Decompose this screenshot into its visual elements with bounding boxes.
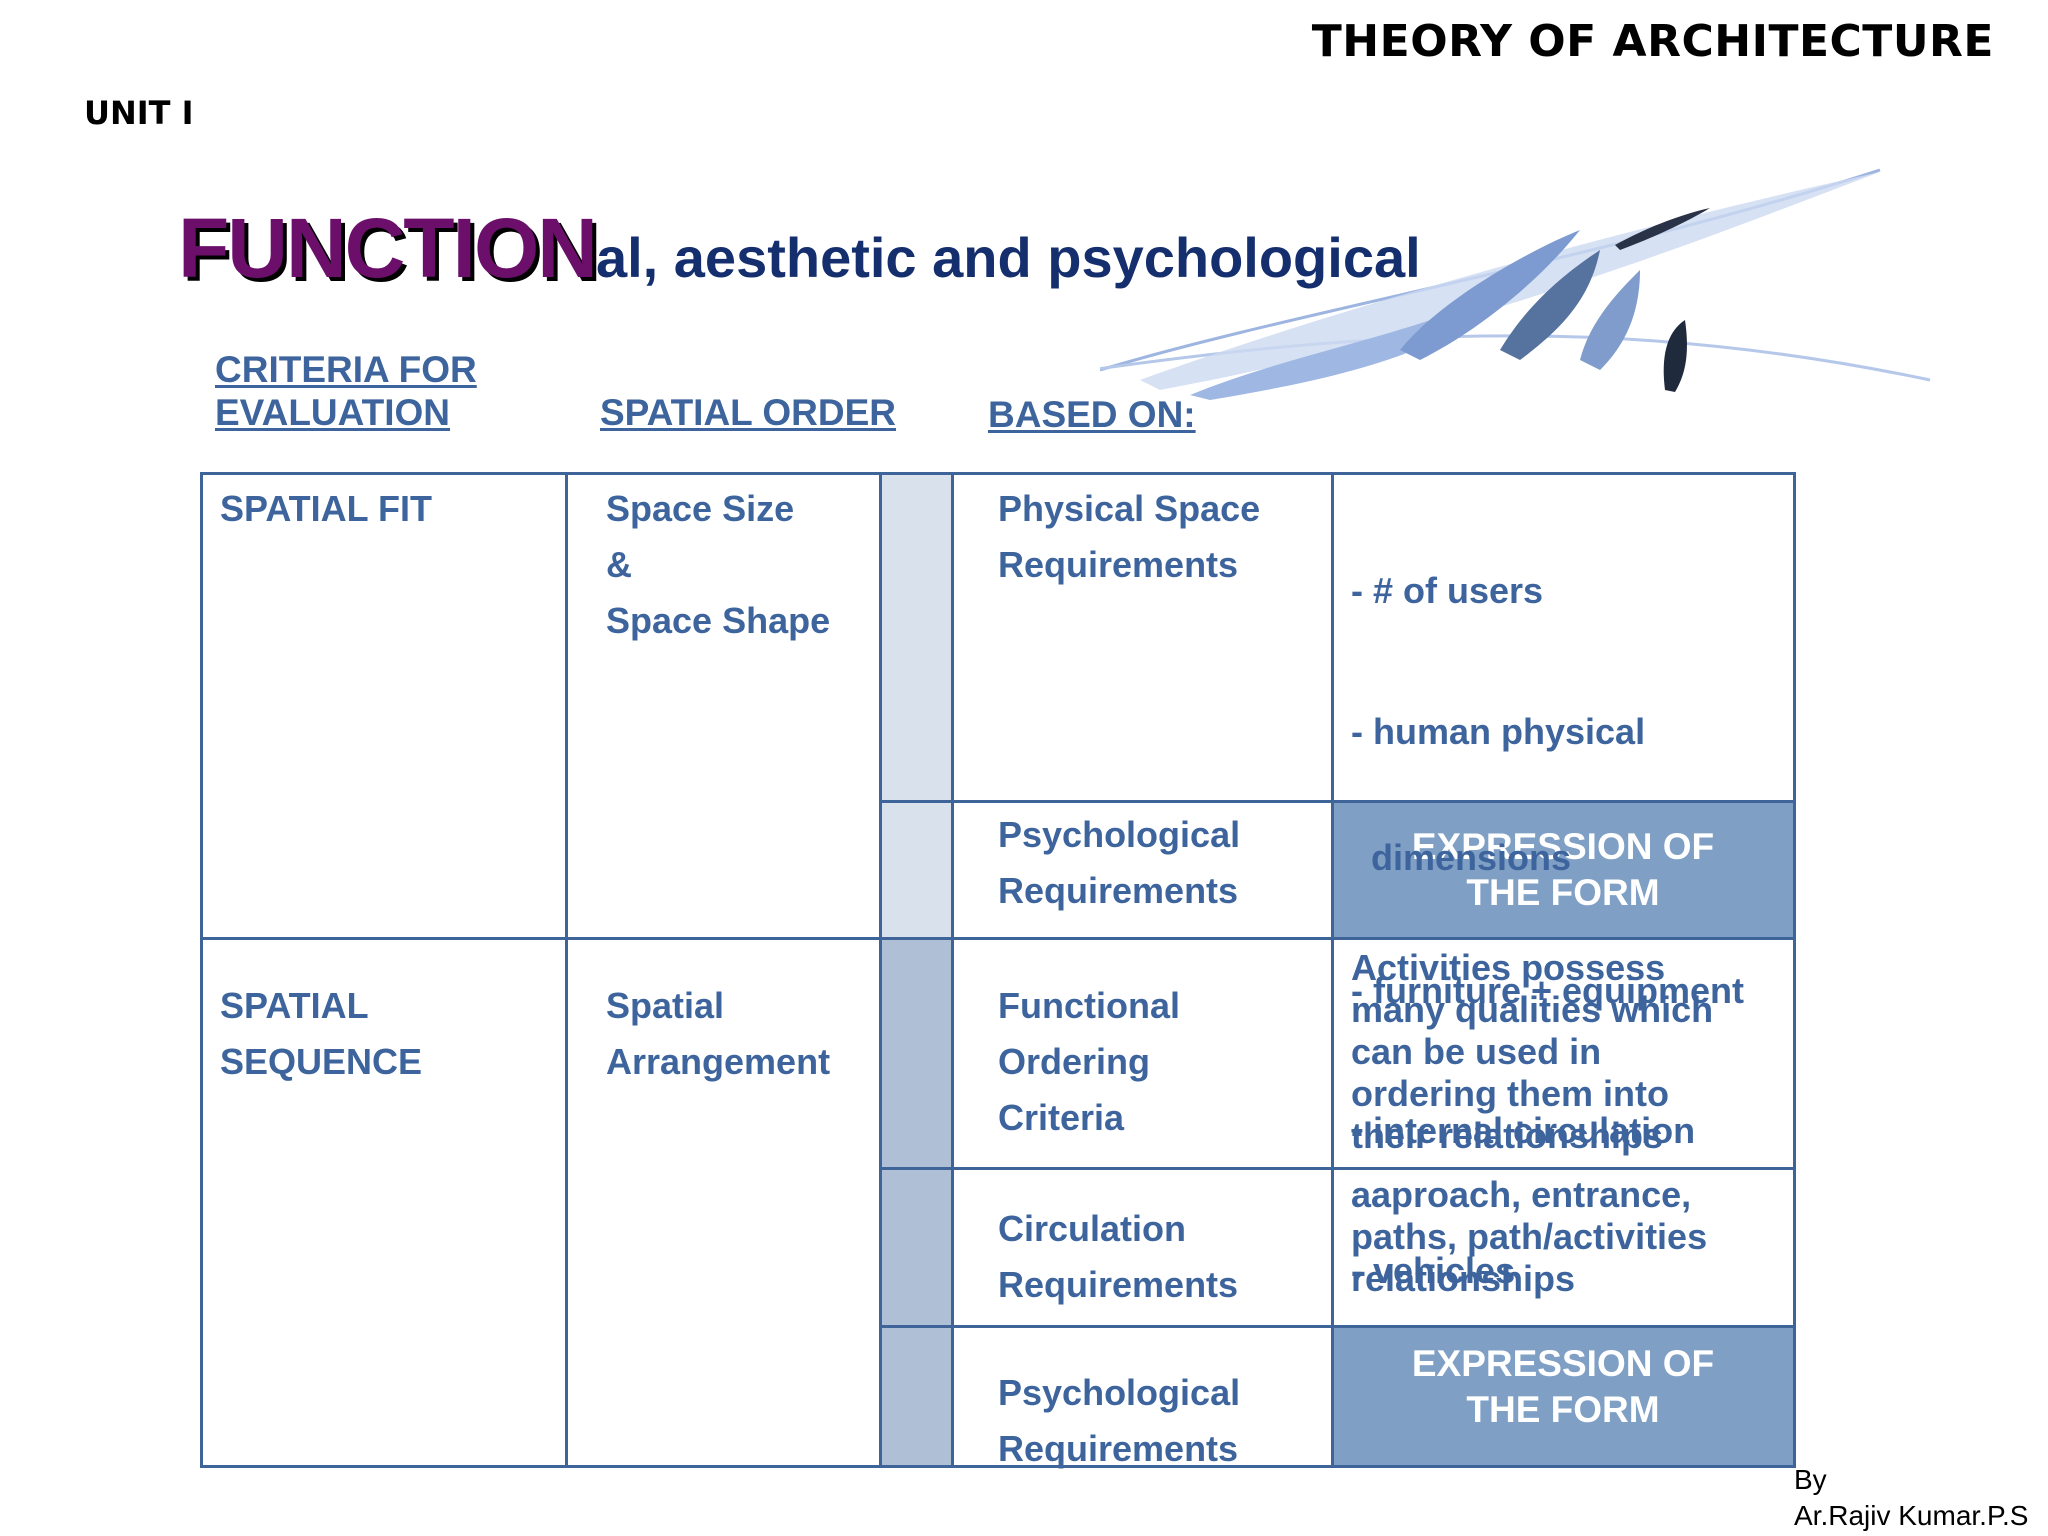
basis-line: Requirements: [998, 1264, 1239, 1305]
grid-line: [879, 475, 882, 1465]
physical-space-details: - # of users - human physical dimensions…: [1351, 479, 1744, 1383]
basis-psychological-2: Psychological Requirements: [998, 1365, 1240, 1477]
detail-item: - internal circulation: [1351, 1110, 1696, 1151]
expression-cell-1: EXPRESSION OF THE FORM: [1333, 802, 1793, 938]
detail-item: - # of users: [1351, 570, 1544, 611]
detail-line: ordering them into: [1351, 1073, 1669, 1114]
grid-line: [879, 1167, 1793, 1170]
expression-line1: EXPRESSION OF: [1411, 1343, 1715, 1384]
criteria-heading-line1: CRITERIA FOR: [215, 349, 477, 390]
criteria-spatial-fit: SPATIAL FIT: [220, 488, 432, 529]
basis-line: Requirements: [998, 870, 1239, 911]
evaluation-table: EXPRESSION OF THE FORM EXPRESSION OF THE…: [200, 472, 1796, 1469]
basis-line: Psychological: [998, 1372, 1241, 1413]
headline-emphasis: FUNCTION: [178, 201, 598, 295]
order-line: Arrangement: [606, 1041, 831, 1082]
basis-physical-space: Physical Space Requirements: [998, 481, 1260, 593]
column-heading-based-on: BASED ON:: [988, 394, 1196, 435]
slide-headline: FUNCTIONal, aesthetic and psychological: [178, 200, 1421, 297]
grid-line: [879, 800, 1793, 803]
detail-item: - human physical: [1351, 711, 1646, 752]
shade-strip-light: [881, 475, 951, 939]
order-line: Space Shape: [606, 600, 831, 641]
column-heading-criteria: CRITERIA FOR EVALUATION: [215, 348, 477, 434]
basis-line: Criteria: [998, 1097, 1125, 1138]
detail-line: aaproach, entrance,: [1351, 1174, 1692, 1215]
detail-item: dimensions: [1351, 837, 1572, 878]
grid-line: [203, 937, 1793, 940]
detail-line: their relationships: [1351, 1115, 1664, 1156]
order-spatial-arrangement: Spatial Arrangement: [606, 978, 830, 1090]
basis-line: Psychological: [998, 814, 1241, 855]
circulation-details: aaproach, entrance, paths, path/activiti…: [1351, 1174, 1707, 1300]
detail-line: Activities possess: [1351, 947, 1666, 988]
grid-line: [879, 1325, 1793, 1328]
order-line: Spatial: [606, 985, 725, 1026]
expression-line1: EXPRESSION OF: [1411, 826, 1715, 867]
detail-line: relationships: [1351, 1258, 1576, 1299]
order-space-size-shape: Space Size & Space Shape: [606, 481, 830, 649]
grid-line: [565, 475, 568, 1465]
basis-line: Requirements: [998, 544, 1239, 585]
basis-psychological-1: Psychological Requirements: [998, 807, 1240, 919]
basis-line: Physical Space: [998, 488, 1261, 529]
criteria-heading-line2: EVALUATION: [215, 392, 451, 433]
detail-item: - vehicles: [1351, 1250, 1516, 1291]
basis-circulation: Circulation Requirements: [998, 1201, 1238, 1313]
expression-cell-2: EXPRESSION OF THE FORM: [1333, 1327, 1793, 1465]
criteria-spatial-sequence: SPATIAL SEQUENCE: [220, 978, 422, 1090]
detail-line: many qualities which: [1351, 989, 1714, 1030]
author-by: By: [1794, 1464, 1827, 1495]
expression-line2: THE FORM: [1466, 872, 1660, 913]
author-name: Ar.Rajiv Kumar.P.S: [1794, 1500, 2029, 1531]
basis-functional-ordering: Functional Ordering Criteria: [998, 978, 1180, 1146]
headline-rest: al, aesthetic and psychological: [595, 226, 1421, 289]
grid-line: [1331, 475, 1334, 1465]
basis-line: Functional: [998, 985, 1180, 1026]
functional-ordering-details: Activities possess many qualities which …: [1351, 947, 1713, 1157]
author-credit: By Ar.Rajiv Kumar.P.S: [1794, 1462, 2028, 1534]
order-line: Space Size: [606, 488, 795, 529]
shade-strip-dark: [881, 939, 951, 1465]
criteria-line: SEQUENCE: [220, 1041, 423, 1082]
detail-line: can be used in: [1351, 1031, 1602, 1072]
detail-line: paths, path/activities: [1351, 1216, 1708, 1257]
basis-line: Circulation: [998, 1208, 1187, 1249]
basis-line: Ordering: [998, 1041, 1151, 1082]
swoosh-decoration: [1100, 168, 1931, 400]
course-title: THEORY OF ARCHITECTURE: [1311, 16, 1994, 67]
grid-line: [951, 475, 954, 1465]
detail-item: - furniture + equipment: [1351, 970, 1745, 1011]
order-line: &: [606, 544, 632, 585]
criteria-line: SPATIAL: [220, 985, 369, 1026]
unit-label: UNIT I: [84, 94, 194, 132]
column-heading-spatial-order: SPATIAL ORDER: [600, 392, 897, 433]
expression-line2: THE FORM: [1466, 1389, 1660, 1430]
basis-line: Requirements: [998, 1428, 1239, 1469]
